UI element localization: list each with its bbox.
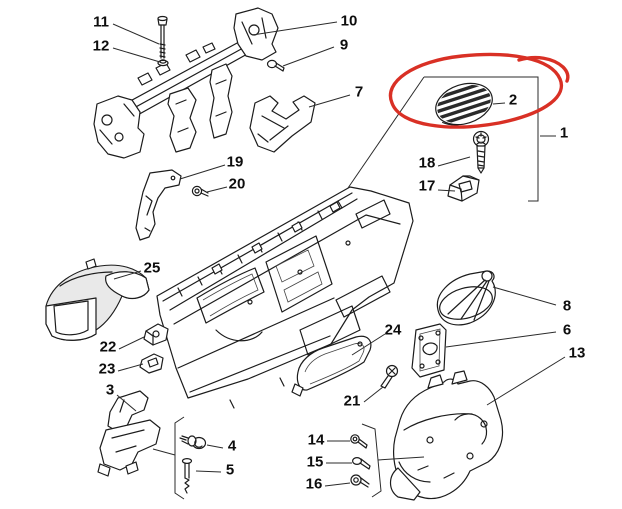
part-label-16: 16: [306, 476, 323, 493]
part-label-14: 14: [308, 432, 325, 449]
part-label-7: 7: [355, 84, 363, 101]
leader-line-6: [445, 331, 557, 348]
part-drawing-screw-16: [350, 474, 370, 488]
part-label-25: 25: [144, 260, 161, 277]
group-bracket-14-16: [361, 423, 382, 498]
leader-line-19: [179, 164, 226, 180]
leader-line-23: [117, 363, 144, 372]
leader-line-9: [282, 46, 335, 67]
part-label-12: 12: [93, 38, 110, 55]
leader-line-20: [206, 186, 228, 193]
leader-line-5: [195, 470, 222, 473]
part-drawing-clip-23: [139, 353, 164, 374]
leader-line-18: [437, 156, 471, 167]
part-label-6: 6: [563, 322, 571, 339]
part-drawing-screw-5: [181, 458, 193, 494]
leader-line-24: [351, 333, 386, 356]
part-label-13: 13: [569, 345, 586, 362]
leader-line-16: [324, 482, 351, 487]
leader-line-22: [118, 336, 145, 350]
part-label-10: 10: [341, 13, 358, 30]
group-bracket-4-5: [152, 448, 176, 456]
part-drawing-bracket-19: [135, 169, 182, 241]
part-drawing-bracket-3: [97, 390, 161, 477]
part-drawing-dashboard-panel: [156, 186, 414, 409]
part-drawing-crossbeam: [93, 7, 279, 159]
part-label-11: 11: [93, 14, 109, 31]
leader-line-4: [206, 444, 224, 449]
part-drawing-bolt-11: [157, 15, 168, 59]
part-label-2: 2: [509, 92, 517, 109]
part-label-23: 23: [99, 361, 116, 378]
part-drawing-screw-20: [191, 185, 209, 197]
part-drawing-clip-17: [447, 175, 480, 202]
leader-line-8: [492, 286, 557, 306]
part-drawing-screw-15: [352, 457, 371, 470]
leader-line-17: [437, 189, 456, 192]
leader-line-12: [112, 47, 161, 63]
part-drawing-screw-4: [179, 435, 207, 450]
group-bracket-14-16: [377, 456, 425, 461]
part-drawing-trim-24: [291, 335, 372, 397]
part-label-19: 19: [227, 154, 244, 171]
part-drawing-screw-14: [350, 434, 368, 449]
part-label-1: 1: [560, 125, 568, 142]
leader-line-13: [486, 356, 566, 406]
group-bracket-1: [424, 76, 539, 202]
leader-line-21: [363, 386, 384, 403]
part-label-24: 24: [385, 322, 402, 339]
part-drawing-grille-2: [432, 79, 496, 127]
red-hand-drawn-circle: [388, 52, 564, 129]
leader-line-11: [112, 23, 160, 45]
group-bracket-4-5: [174, 416, 185, 500]
part-drawing-bracket-7: [249, 95, 316, 153]
part-drawing-gear-boot-8: [436, 270, 496, 326]
leader-line-2: [492, 102, 506, 105]
part-label-8: 8: [563, 298, 571, 315]
part-drawing-plate-6: [411, 323, 447, 378]
part-drawing-screw-9: [266, 59, 285, 72]
part-label-21: 21: [344, 393, 361, 410]
part-label-3: 3: [106, 382, 114, 399]
part-label-22: 22: [100, 339, 117, 356]
part-label-15: 15: [307, 454, 324, 471]
leader-line-3: [116, 394, 137, 412]
part-drawing-console-13: [389, 370, 504, 501]
leader-line-10: [251, 21, 338, 36]
part-label-17: 17: [419, 178, 436, 195]
part-drawing-clip-22: [143, 323, 169, 346]
part-label-20: 20: [229, 176, 246, 193]
part-label-4: 4: [228, 438, 237, 455]
leader-line-7: [308, 94, 351, 108]
part-label-9: 9: [340, 37, 348, 54]
part-label-18: 18: [419, 155, 436, 172]
part-label-5: 5: [226, 462, 234, 479]
part-drawing-air-duct-25: [45, 258, 150, 341]
group-bracket-1: [347, 76, 425, 189]
part-drawing-screw-18: [472, 130, 490, 174]
red-hand-drawn-circle: [517, 55, 570, 83]
leader-line-25: [113, 270, 142, 280]
